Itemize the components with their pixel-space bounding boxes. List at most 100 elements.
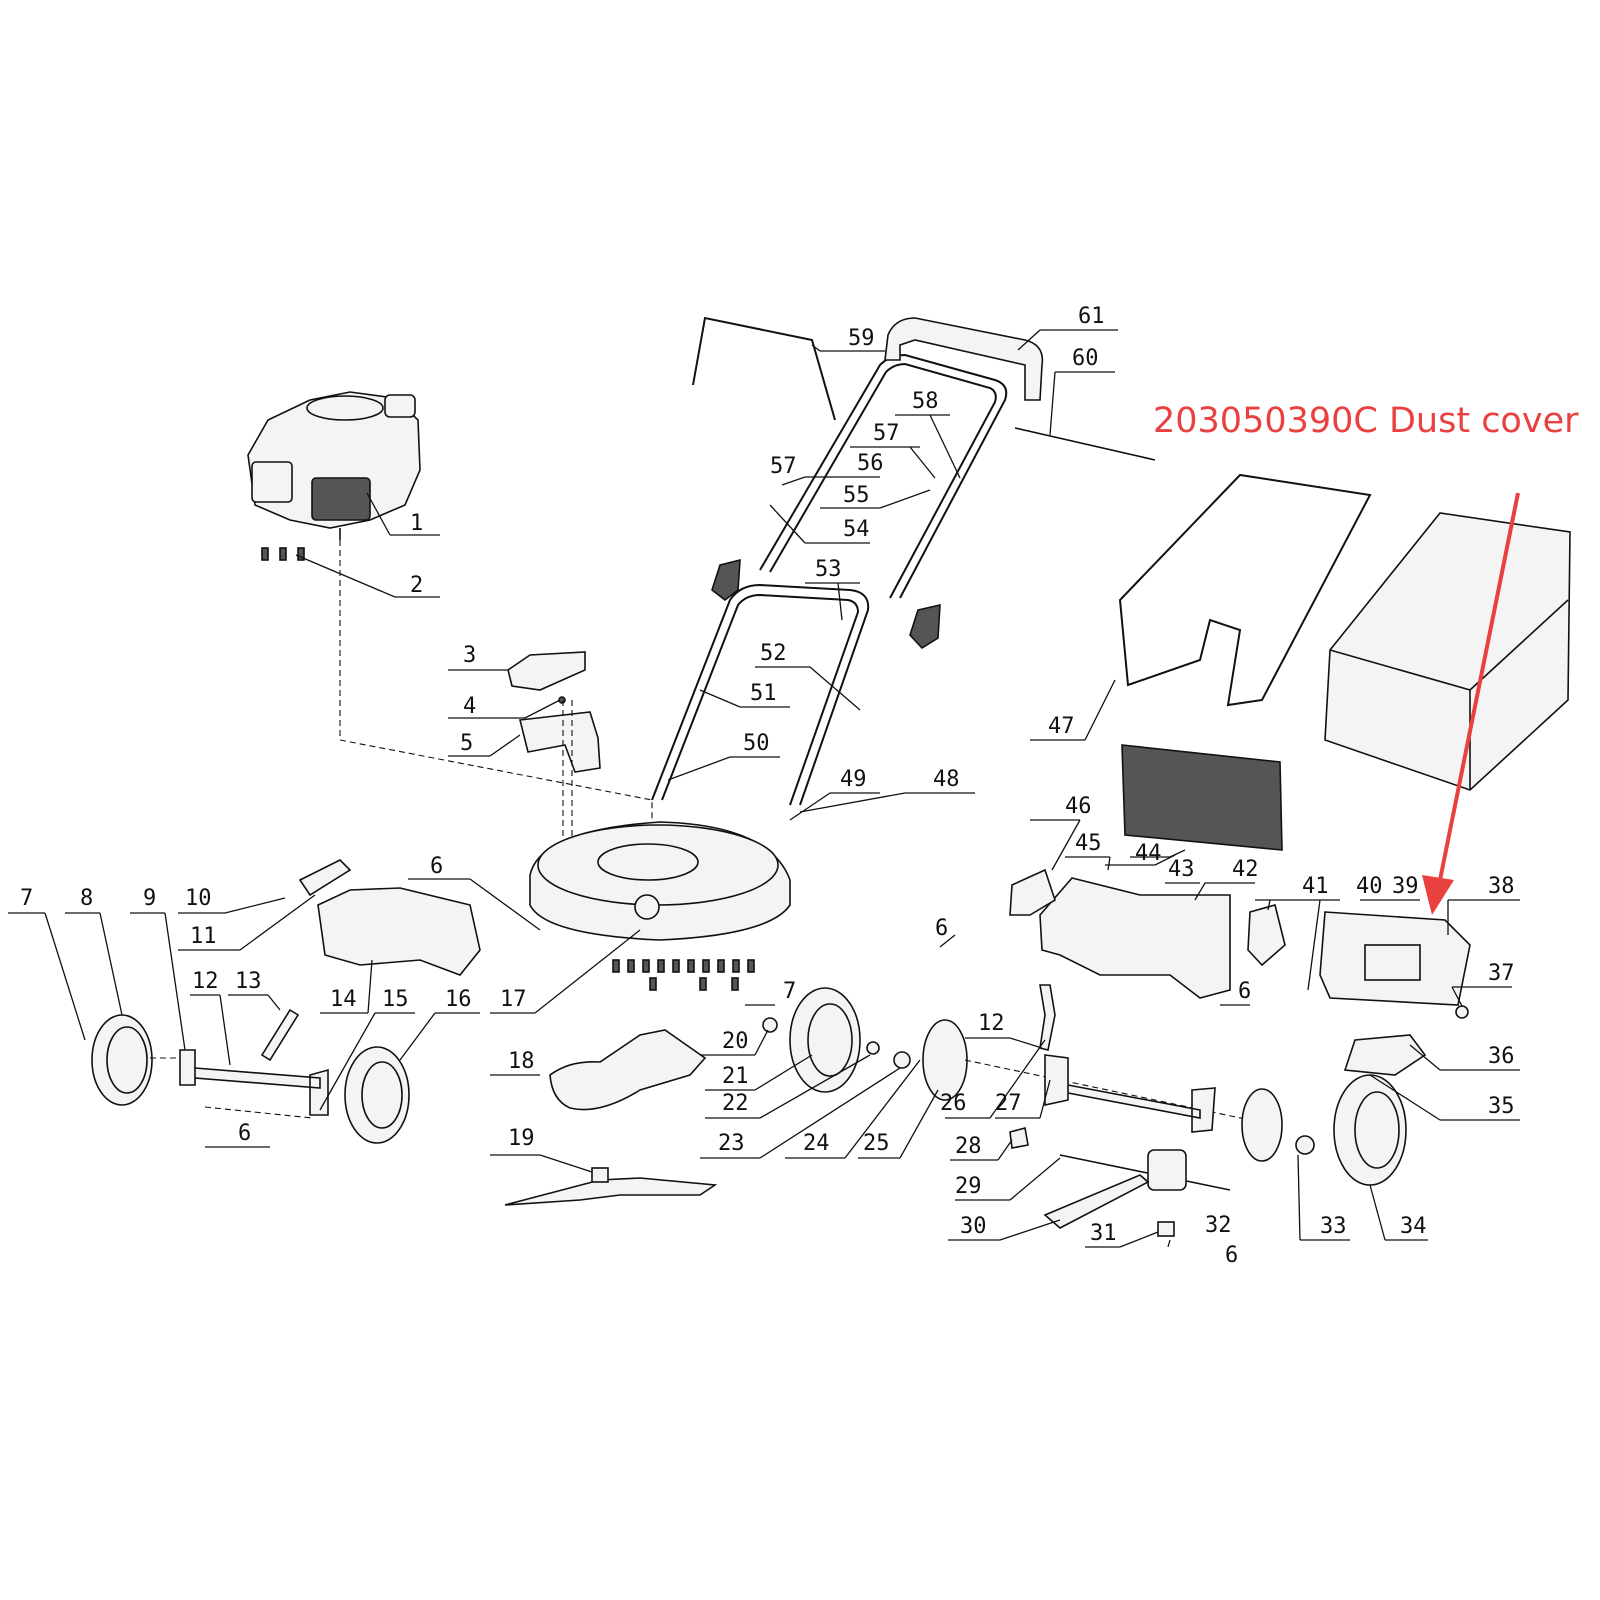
callout-9: 9 bbox=[143, 886, 156, 911]
gearbox-part bbox=[1147, 1149, 1187, 1191]
callout-14: 14 bbox=[330, 987, 357, 1012]
callout-12b: 12 bbox=[978, 1011, 1005, 1036]
rear-axle-part bbox=[1044, 1054, 1216, 1133]
washer-part bbox=[866, 1041, 880, 1055]
callout-47: 47 bbox=[1048, 714, 1075, 739]
callout-13: 13 bbox=[235, 969, 262, 994]
callout-45: 45 bbox=[1075, 831, 1102, 856]
callout-42: 42 bbox=[1232, 857, 1259, 882]
spring-part bbox=[1455, 1005, 1469, 1019]
callout-53: 53 bbox=[815, 557, 842, 582]
callout-41: 41 bbox=[1302, 874, 1329, 899]
callout-6e: 6 bbox=[935, 916, 948, 941]
callout-52: 52 bbox=[760, 641, 787, 666]
callout-22: 22 bbox=[722, 1091, 749, 1116]
callout-17: 17 bbox=[500, 987, 527, 1012]
callout-25: 25 bbox=[863, 1131, 890, 1156]
callout-48: 48 bbox=[933, 767, 960, 792]
callout-6d: 6 bbox=[1238, 979, 1251, 1004]
callout-27: 27 bbox=[995, 1091, 1022, 1116]
callout-37: 37 bbox=[1488, 961, 1515, 986]
callout-43: 43 bbox=[1168, 857, 1195, 882]
pinion-gear-part bbox=[1295, 1135, 1315, 1155]
callout-11: 11 bbox=[190, 924, 217, 949]
callout-60: 60 bbox=[1072, 346, 1099, 371]
rear-right-wheel-part bbox=[1333, 1074, 1407, 1186]
deck-bolts-part bbox=[612, 959, 755, 991]
callout-2: 2 bbox=[410, 573, 423, 598]
callout-28: 28 bbox=[955, 1134, 982, 1159]
callout-15: 15 bbox=[382, 987, 409, 1012]
mulching-plug-part bbox=[549, 1029, 707, 1111]
belt-guide-part bbox=[1157, 1221, 1175, 1237]
callout-57b: 57 bbox=[873, 421, 900, 446]
callout-31: 31 bbox=[1090, 1221, 1117, 1246]
callout-46: 46 bbox=[1065, 794, 1092, 819]
blade-part bbox=[504, 1177, 718, 1206]
bail-lever-part bbox=[692, 316, 836, 421]
grass-bag-part bbox=[1324, 512, 1571, 791]
leader-lines bbox=[8, 329, 1520, 1248]
callout-23: 23 bbox=[718, 1131, 745, 1156]
callout-12: 12 bbox=[192, 969, 219, 994]
dust-cover-part bbox=[1121, 744, 1283, 851]
upper-handle-part bbox=[759, 353, 1008, 599]
callout-24: 24 bbox=[803, 1131, 830, 1156]
lower-handle-inner bbox=[661, 593, 860, 806]
callout-1: 1 bbox=[410, 511, 423, 536]
callout-32: 32 bbox=[1205, 1213, 1232, 1238]
annotation-arrow bbox=[1438, 492, 1520, 881]
upper-handle-inner bbox=[769, 362, 997, 599]
callout-34: 34 bbox=[1400, 1214, 1427, 1239]
callout-61: 61 bbox=[1078, 304, 1105, 329]
handle-knob-left-part bbox=[711, 558, 741, 602]
grass-bag-frame-part bbox=[1118, 473, 1372, 707]
callout-21: 21 bbox=[722, 1064, 749, 1089]
front-axle-part bbox=[179, 1049, 329, 1116]
callout-33: 33 bbox=[1320, 1214, 1347, 1239]
callout-51: 51 bbox=[750, 681, 777, 706]
callout-30: 30 bbox=[960, 1214, 987, 1239]
height-lever-right-part bbox=[1039, 984, 1056, 1051]
left-bracket-part bbox=[1009, 868, 1056, 916]
front-left-wheel-part bbox=[91, 1014, 153, 1106]
flap-cover-part bbox=[1343, 1034, 1427, 1076]
blade-adapter-part bbox=[591, 1167, 609, 1183]
callout-5: 5 bbox=[460, 731, 473, 756]
callout-29: 29 bbox=[955, 1174, 982, 1199]
dust-cover-annotation: 203050390C Dust cover bbox=[1153, 401, 1579, 441]
height-lever-part bbox=[260, 1008, 300, 1062]
callout-54: 54 bbox=[843, 517, 870, 542]
rear-left-wheel-part bbox=[789, 987, 861, 1093]
annotation-arrowhead bbox=[1422, 875, 1454, 915]
discharge-plate-part bbox=[298, 859, 352, 897]
bushing-part bbox=[1009, 1127, 1029, 1149]
callout-56: 56 bbox=[857, 451, 884, 476]
top-cover-part bbox=[507, 651, 586, 691]
callout-19: 19 bbox=[508, 1126, 535, 1151]
callout-44: 44 bbox=[1135, 841, 1162, 866]
rear-wheel-disc-part bbox=[1241, 1088, 1283, 1162]
callout-55: 55 bbox=[843, 483, 870, 508]
callout-40: 40 bbox=[1356, 874, 1383, 899]
callout-50: 50 bbox=[743, 731, 770, 756]
wheel-cover-disc-part bbox=[922, 1019, 968, 1101]
side-discharge-part bbox=[317, 887, 481, 976]
callout-39: 39 bbox=[1392, 874, 1419, 899]
mower-deck-part bbox=[529, 821, 791, 941]
rear-housing-part bbox=[1039, 877, 1231, 999]
engine-part bbox=[247, 391, 421, 540]
front-right-wheel-part bbox=[344, 1046, 410, 1144]
callout-10: 10 bbox=[185, 886, 212, 911]
callout-8: 8 bbox=[80, 886, 93, 911]
callout-7: 7 bbox=[20, 886, 33, 911]
engine-mount-dashline bbox=[339, 540, 653, 840]
wheel-nut-part bbox=[762, 1017, 778, 1033]
callout-36: 36 bbox=[1488, 1044, 1515, 1069]
callout-3: 3 bbox=[463, 643, 476, 668]
callout-20: 20 bbox=[722, 1029, 749, 1054]
handle-knob-right-part bbox=[909, 603, 941, 650]
gear-part bbox=[893, 1051, 911, 1069]
callout-18: 18 bbox=[508, 1049, 535, 1074]
